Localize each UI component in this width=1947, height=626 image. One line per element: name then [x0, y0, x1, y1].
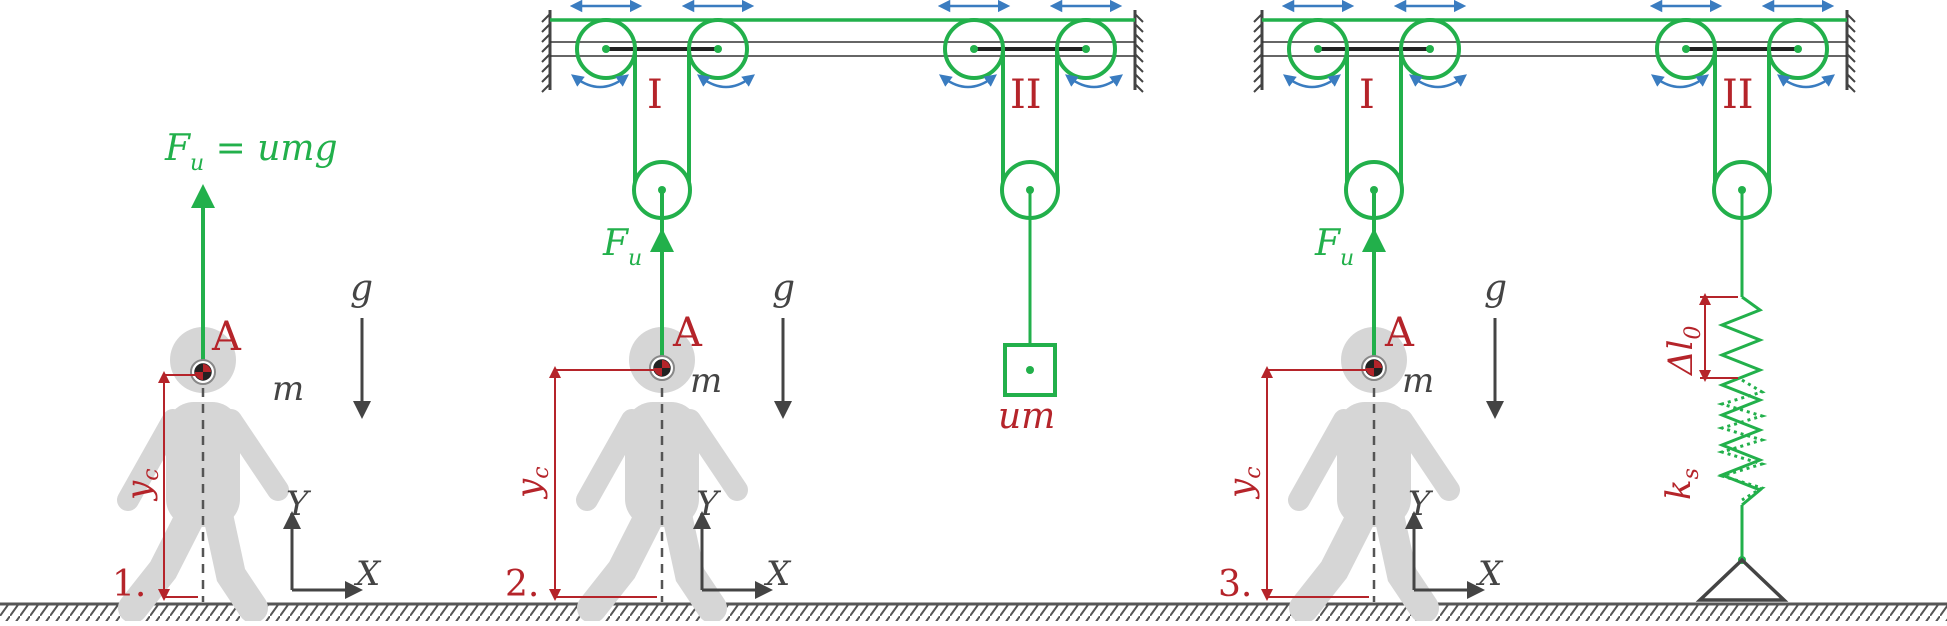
height-label: yc	[119, 468, 164, 502]
point-label: A	[1384, 310, 1415, 356]
mass-label: m	[1402, 361, 1434, 401]
pulley-label-ii: II	[1722, 72, 1754, 118]
wall-right-icon	[1133, 10, 1144, 93]
mass-label: m	[272, 369, 304, 409]
force-label: Fu = umg	[164, 128, 338, 176]
axes-icon	[292, 520, 354, 590]
axis-y-label: Y	[286, 484, 312, 524]
panel-number: 3.	[1218, 564, 1252, 605]
panel-1: Fu = umg A m g yc 1. Y X	[112, 128, 382, 608]
wall-left-icon	[541, 10, 552, 93]
point-label: A	[672, 310, 703, 356]
point-label: A	[211, 314, 242, 360]
axis-x-label: X	[353, 554, 382, 594]
axis-y-label: Y	[696, 484, 722, 524]
panel-2: I II um Fu A m g yc 2. Y X	[505, 6, 1144, 608]
height-label: yc	[1221, 466, 1266, 500]
spring-icon	[1716, 190, 1768, 564]
panel-number: 1.	[112, 564, 146, 605]
wall-right-icon	[1845, 10, 1856, 93]
panel-number: 2.	[505, 564, 539, 605]
panel-3: I II Δl0 ks Fu A m g yc 3. Y	[1218, 6, 1856, 608]
axis-x-label: X	[1475, 554, 1504, 594]
force-label: Fu	[602, 223, 642, 271]
spring-pre-label: Δl0	[1661, 326, 1706, 377]
gravity-label: g	[350, 268, 373, 309]
axis-x-label: X	[763, 554, 792, 594]
pulley-label-ii: II	[1010, 72, 1042, 118]
counterweight-box	[1003, 343, 1057, 397]
ground	[0, 602, 1947, 621]
gravity-label: g	[1484, 268, 1507, 309]
force-label: Fu	[1314, 223, 1354, 271]
pulley-label-i: I	[647, 72, 663, 118]
wall-left-icon	[1253, 10, 1264, 93]
center-of-mass-icon	[190, 359, 216, 385]
pulley-label-i: I	[1359, 72, 1375, 118]
axes-icon	[1414, 520, 1476, 590]
axis-y-label: Y	[1408, 484, 1434, 524]
triangle-support-icon	[1695, 557, 1789, 602]
counterweight-label: um	[998, 396, 1055, 437]
spring-k-label: ks	[1659, 468, 1704, 500]
axes-icon	[702, 520, 764, 590]
center-of-mass-icon	[649, 355, 675, 381]
center-of-mass-icon	[1361, 355, 1387, 381]
height-label: yc	[509, 466, 554, 500]
gravity-label: g	[772, 268, 795, 309]
mass-label: m	[690, 361, 722, 401]
